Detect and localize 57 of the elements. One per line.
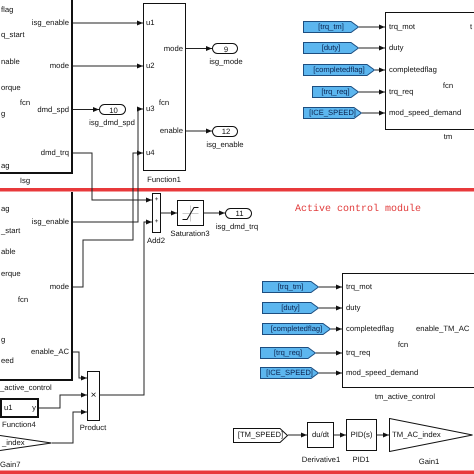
from-tag [303,107,362,119]
sum-block [152,193,161,233]
arrow [334,432,346,438]
function-block [0,398,39,418]
arrow [316,350,342,356]
arrow [186,128,212,134]
arrow [374,68,386,72]
arrow [204,210,226,216]
derivative-block [307,422,334,448]
from-tag [303,42,359,54]
gain-block [389,418,473,452]
from-tag [260,367,319,379]
arrow [72,152,152,202]
outport-block [225,208,252,218]
from-tag [262,302,319,314]
arrow [288,432,308,438]
function-block [143,3,186,171]
arrow [318,284,342,290]
function-block [385,12,474,130]
arrow [318,370,342,376]
function-block [342,273,474,388]
arrow [72,20,144,26]
arrow [186,46,212,51]
from-tag [262,281,319,293]
annotation-text: Active control module [295,205,422,215]
saturation-block [177,200,204,226]
function-block [0,192,73,381]
arrow [72,352,88,380]
arrow [376,432,390,438]
arrow [358,24,386,30]
arrow [362,110,386,116]
arrow [358,46,386,50]
multiply-sign: × [90,390,96,400]
arrow [72,64,144,68]
from-tag [233,428,288,442]
arrow [358,90,386,94]
arrow [72,150,144,288]
outport-block [212,43,238,54]
arrow [100,220,152,396]
outport-block [99,104,126,115]
arrow [38,392,88,408]
from-tag [303,21,359,33]
product-block [87,371,100,421]
from-tag [262,323,331,335]
arrow [330,326,342,332]
function-block [0,0,73,174]
arrow [318,306,342,310]
from-tag [312,86,359,98]
gain-block [0,435,52,451]
arrow [72,106,144,222]
from-tag [303,64,375,76]
from-tag [260,347,316,359]
pid-block [346,419,377,451]
arrow [52,410,88,444]
arrow [160,210,178,216]
arrow [72,107,100,112]
outport-block [212,126,238,136]
